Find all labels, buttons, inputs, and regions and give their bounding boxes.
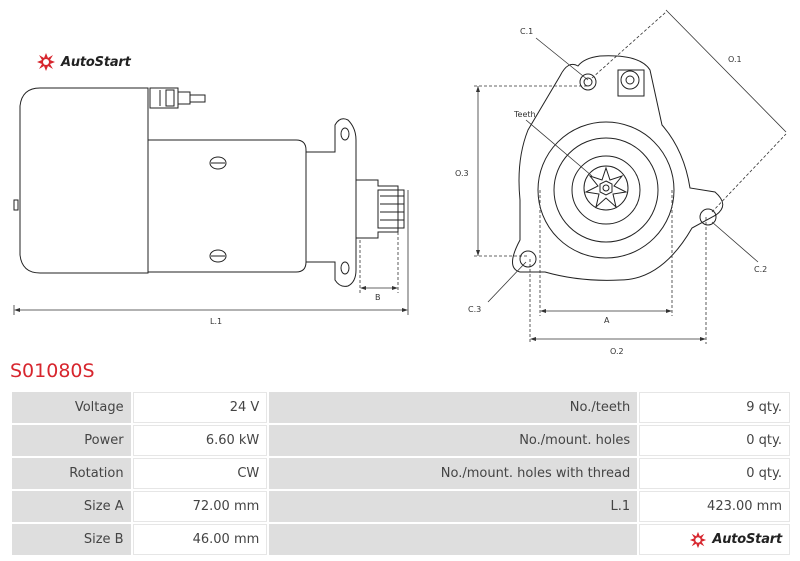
thread-holes-label: No./mount. holes with thread	[269, 458, 638, 489]
front-pinion	[583, 165, 629, 211]
table-brand-logo: AutoStart	[689, 531, 782, 549]
motor-body	[148, 139, 307, 273]
table-row: Power 6.60 kW No./mount. holes 0 qty.	[12, 425, 790, 456]
dim-label-c1: C.1	[520, 27, 533, 36]
dim-label-c2: C.2	[754, 265, 767, 274]
voltage-value: 24 V	[132, 392, 268, 423]
dim-label-c3: C.3	[468, 305, 481, 314]
rotation-value: CW	[132, 458, 268, 489]
table-row: Rotation CW No./mount. holes with thread…	[12, 458, 790, 489]
dim-label-teeth: Teeth	[513, 110, 536, 119]
l1-label: L.1	[269, 491, 638, 522]
size-a-label: Size A	[12, 491, 131, 522]
table-row: Voltage 24 V No./teeth 9 qty.	[12, 392, 790, 423]
dim-label-a: A	[604, 316, 610, 325]
part-code: S01080S	[10, 360, 95, 382]
teeth-value: 9 qty.	[639, 392, 790, 423]
voltage-label: Voltage	[12, 392, 131, 423]
empty-cell	[269, 524, 638, 555]
autostart-logo-icon	[690, 531, 707, 548]
pinion-gear	[377, 189, 405, 229]
dim-label-o3: O.3	[455, 169, 469, 178]
rotation-label: Rotation	[12, 458, 131, 489]
size-b-value: 46.00 mm	[132, 524, 268, 555]
dim-label-o2: O.2	[610, 347, 624, 356]
front-housing	[512, 55, 724, 281]
mounting-flange	[306, 118, 357, 287]
table-row: Size B 46.00 mm AutoStart	[12, 524, 790, 555]
dim-label-l1: L.1	[210, 317, 222, 326]
technical-drawing: L.1 B C.1 O.1 Teeth O.3 C.2 C.3 A O.2	[13, 9, 787, 356]
size-a-value: 72.00 mm	[132, 491, 268, 522]
dim-label-b: B	[375, 293, 381, 302]
specs-table: Voltage 24 V No./teeth 9 qty. Power 6.60…	[10, 390, 792, 557]
power-value: 6.60 kW	[132, 425, 268, 456]
table-brand-logo-text: AutoStart	[712, 532, 782, 547]
solenoid-body	[19, 87, 149, 274]
brand-logo: AutoStart	[36, 52, 131, 72]
teeth-label: No./teeth	[269, 392, 638, 423]
size-b-label: Size B	[12, 524, 131, 555]
brand-logo-text: AutoStart	[61, 54, 131, 70]
power-label: Power	[12, 425, 131, 456]
thread-holes-value: 0 qty.	[639, 458, 790, 489]
dim-label-o1: O.1	[728, 55, 742, 64]
mount-holes-label: No./mount. holes	[269, 425, 638, 456]
table-logo-cell: AutoStart	[639, 524, 790, 555]
l1-value: 423.00 mm	[639, 491, 790, 522]
table-row: Size A 72.00 mm L.1 423.00 mm	[12, 491, 790, 522]
autostart-logo-icon	[37, 53, 55, 71]
mount-holes-value: 0 qty.	[639, 425, 790, 456]
